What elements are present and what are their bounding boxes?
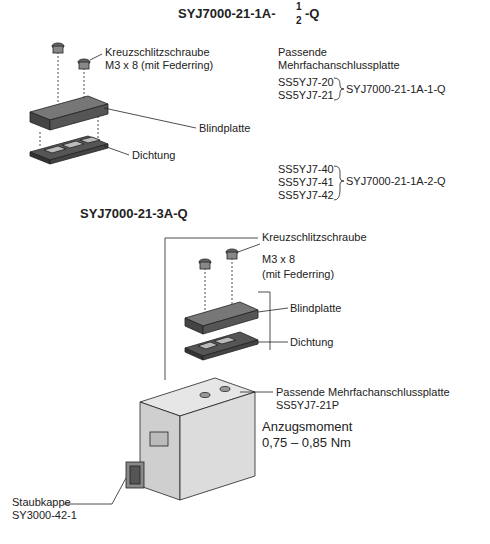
fraction-digit: 1 (296, 1, 302, 12)
part-name: Kreuzschlitzschraube (262, 231, 367, 244)
fraction-digit: 2 (296, 15, 302, 26)
part-name: Blindplatte (290, 302, 341, 315)
part-number: SS5YJ7-20 (278, 76, 334, 89)
part-spec: (mit Federring) (262, 268, 334, 281)
part-number: SS5YJ7-21 (278, 89, 334, 102)
part-spec: M3 x 8 (262, 253, 295, 266)
part-name: Dichtung (132, 149, 175, 162)
torque-value: 0,75 – 0,85 Nm (262, 435, 351, 450)
part-spec: M3 x 8 (mit Federring) (105, 59, 213, 72)
title-part: -Q (305, 6, 319, 21)
note: Anzugsmoment (262, 419, 352, 434)
part-number: SS5YJ7-21P (276, 399, 339, 412)
part-note: Passende Mehrfachanschlussplatte (278, 46, 408, 72)
part-number: SS5YJ7-40 (278, 163, 334, 176)
part-number: SS5YJ7-42 (278, 189, 334, 202)
title-part: SYJ7000-21-3A-Q (80, 206, 188, 221)
order-number: SYJ7000-21-1A-2-Q (346, 175, 446, 188)
part-name: Blindplatte (199, 122, 250, 135)
title-part: SYJ7000-21-1A- (178, 6, 276, 21)
order-number: SYJ7000-21-1A-1-Q (346, 83, 446, 96)
part-name: Kreuzschlitzschraube (105, 46, 210, 59)
part-number: SY3000-42-1 (12, 509, 77, 522)
part-name: Staubkappe (12, 496, 71, 509)
part-number: SS5YJ7-41 (278, 176, 334, 189)
part-note: Passende Mehrfachanschlussplatte (276, 386, 450, 399)
part-name: Dichtung (290, 336, 333, 349)
